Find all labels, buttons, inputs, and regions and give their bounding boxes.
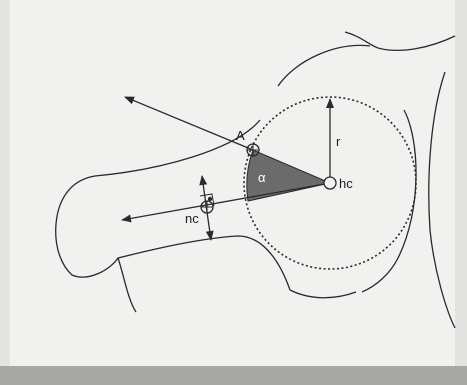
point-a-label: A [236, 128, 245, 143]
page-background [0, 0, 467, 366]
femur-shaft-outline [117, 257, 137, 313]
page-left-edge [0, 0, 10, 366]
femoral-neck-axis [121, 182, 331, 223]
alpha-angle-label: α [258, 170, 266, 185]
head-center-marker [323, 176, 337, 190]
acetabulum-lower-outline [289, 289, 357, 299]
right-angle-dot [207, 196, 213, 202]
acetabulum-roof-outline [277, 44, 371, 87]
page-right-edge [455, 0, 467, 366]
radius-label: r [336, 134, 341, 149]
neck-width-arrow-down [205, 211, 214, 241]
pelvis-inner-outline [428, 71, 456, 329]
neck-width-arrow-up [199, 175, 208, 213]
neck-center-marker [200, 200, 214, 214]
femoral-head-circle [243, 96, 417, 270]
femur-outline [55, 119, 291, 291]
point-a-marker [246, 143, 260, 157]
neck-center-label: nc [185, 211, 199, 226]
pelvis-top-outline [344, 31, 456, 51]
right-angle-marker [199, 193, 215, 207]
head-center-label: hc [339, 176, 353, 191]
acetabulum-rim-outline [361, 109, 417, 293]
head-neck-junction-ray [124, 96, 254, 151]
